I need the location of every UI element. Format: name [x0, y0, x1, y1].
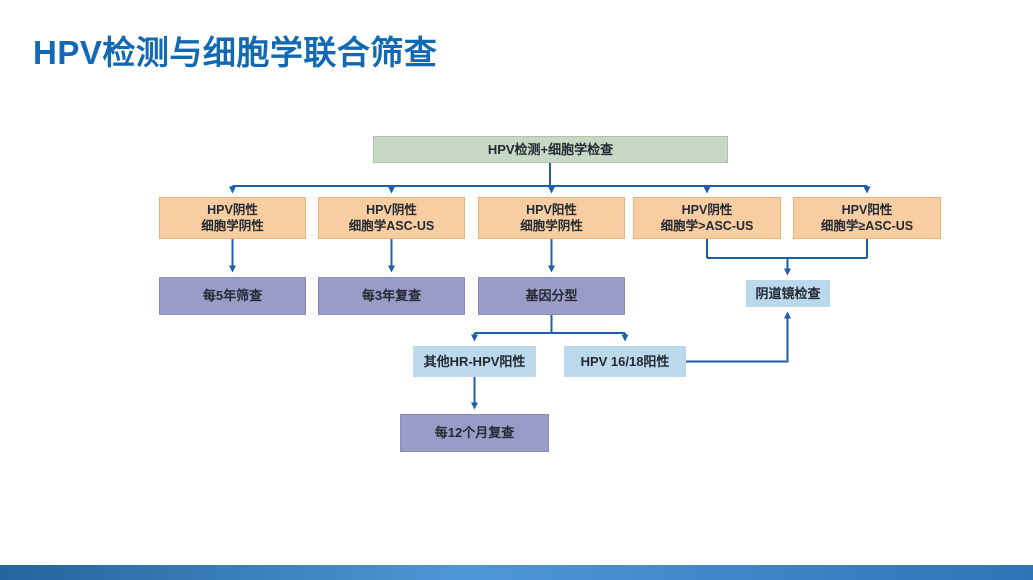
- node-hpv-pos-cyto-ge-ascus: HPV阳性 细胞学≥ASC-US: [793, 197, 941, 239]
- node-label-line1: HPV阳性: [526, 202, 577, 217]
- node-label: HPV检测+细胞学检查: [487, 141, 614, 157]
- node-screen-every-5-years: 每5年筛查: [159, 277, 306, 315]
- node-label: 每3年复查: [361, 288, 422, 304]
- connector-root-to-branches: [229, 163, 871, 194]
- node-hpv-plus-cytology-test: HPV检测+细胞学检查: [373, 136, 728, 163]
- node-label-line1: HPV阴性: [207, 202, 258, 217]
- node-hpv-pos-cyto-neg: HPV阳性 细胞学阴性: [478, 197, 625, 239]
- connector-genotyping-split: [471, 315, 629, 342]
- node-genotyping: 基因分型: [478, 277, 625, 315]
- node-label-line1: HPV阳性: [841, 202, 893, 217]
- node-label-line2: 细胞学≥ASC-US: [820, 219, 914, 233]
- node-label-line1: HPV阴性: [681, 202, 733, 217]
- connector-hpv1618-to-colposcopy: [686, 311, 791, 363]
- node-label-line2: 细胞学ASC-US: [348, 219, 435, 233]
- node-hpv-16-18-positive: HPV 16/18阳性: [564, 346, 686, 377]
- node-label: 其他HR-HPV阳性: [423, 353, 526, 369]
- footer-decoration-bar: [0, 565, 1033, 580]
- node-hpv-neg-cyto-ascus: HPV阴性 细胞学ASC-US: [318, 197, 465, 239]
- node-other-hr-hpv-positive: 其他HR-HPV阳性: [413, 346, 536, 377]
- node-recheck-every-3-years: 每3年复查: [318, 277, 465, 315]
- node-label-line1: HPV阴性: [366, 202, 417, 217]
- node-label: 阴道镜检查: [755, 285, 821, 301]
- node-hpv-neg-cyto-gt-ascus: HPV阴性 细胞学>ASC-US: [633, 197, 781, 239]
- connector-branches-to-outcomes: [229, 239, 555, 273]
- node-colposcopy: 阴道镜检查: [746, 280, 830, 307]
- node-label-line2: 细胞学>ASC-US: [660, 219, 754, 233]
- node-label: HPV 16/18阳性: [580, 353, 670, 369]
- node-label-line2: 细胞学阴性: [201, 219, 264, 233]
- connector-merge-to-colposcopy: [706, 239, 868, 276]
- node-label: 每12个月复查: [434, 425, 515, 441]
- node-label: 基因分型: [525, 288, 578, 304]
- node-label-line2: 细胞学阴性: [520, 219, 583, 233]
- node-recheck-every-12-months: 每12个月复查: [400, 414, 549, 452]
- node-label: 每5年筛查: [202, 288, 263, 304]
- page-title: HPV检测与细胞学联合筛查: [33, 34, 438, 71]
- node-hpv-neg-cyto-neg: HPV阴性 细胞学阴性: [159, 197, 306, 239]
